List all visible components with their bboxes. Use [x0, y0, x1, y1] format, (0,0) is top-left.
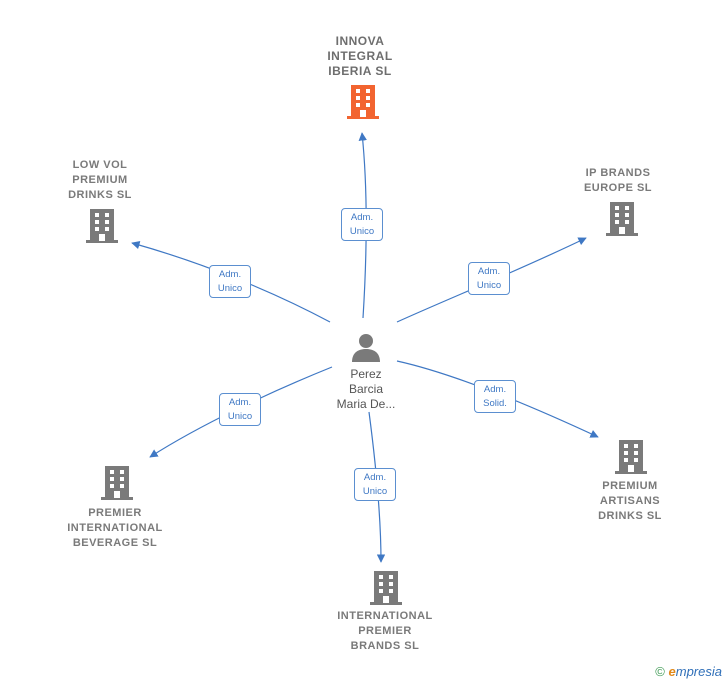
label-line: PREMIUM — [602, 480, 658, 492]
label-line: IBERIA SL — [328, 64, 392, 78]
badge-line: Unico — [476, 280, 502, 291]
badge-line: Adm. — [477, 266, 501, 277]
label-line: BEVERAGE SL — [72, 537, 158, 549]
label-line: LOW VOL — [72, 159, 128, 171]
label-line: Perez — [350, 367, 382, 381]
label-line: PREMIUM — [72, 174, 128, 186]
person-label[interactable]: Perez Barcia Maria De... — [316, 367, 416, 412]
company-label-innova[interactable]: INNOVA INTEGRAL IBERIA SL — [300, 34, 420, 79]
label-line: Maria De... — [336, 397, 396, 411]
edge-role-badge[interactable]: Adm. Unico — [341, 208, 383, 241]
label-line: Barcia — [348, 382, 383, 396]
label-line: INTERNATIONAL — [67, 522, 163, 534]
building-icon[interactable] — [101, 466, 133, 500]
company-label-premiumartisans[interactable]: PREMIUM ARTISANS DRINKS SL — [570, 479, 690, 524]
company-label-intlpremier[interactable]: INTERNATIONAL PREMIER BRANDS SL — [320, 609, 450, 654]
label-line: INTERNATIONAL — [337, 610, 433, 622]
edge-role-badge[interactable]: Adm. Unico — [209, 265, 251, 298]
person-icon[interactable] — [351, 332, 381, 362]
building-icon[interactable] — [86, 209, 118, 243]
edge-role-badge[interactable]: Adm. Unico — [354, 468, 396, 501]
badge-line: Adm. — [228, 397, 252, 408]
badge-line: Adm. — [350, 212, 374, 223]
badge-line: Adm. — [363, 472, 387, 483]
badge-line: Unico — [349, 226, 375, 237]
label-line: DRINKS SL — [598, 510, 662, 522]
footer-brand[interactable]: © empresia — [655, 664, 722, 679]
label-line: PREMIER — [358, 625, 412, 637]
building-icon[interactable] — [347, 85, 379, 119]
badge-line: Adm. — [483, 384, 507, 395]
edge-role-badge[interactable]: Adm. Unico — [468, 262, 510, 295]
badge-line: Unico — [227, 411, 253, 422]
brand-logo-text: mpresia — [675, 664, 722, 679]
badge-line: Adm. — [218, 269, 242, 280]
company-label-ipbrands[interactable]: IP BRANDS EUROPE SL — [558, 166, 678, 196]
edge-role-badge[interactable]: Adm. Unico — [219, 393, 261, 426]
label-line: BRANDS SL — [350, 640, 420, 652]
label-line: DRINKS SL — [68, 189, 132, 201]
label-line: PREMIER — [88, 507, 142, 519]
company-label-premierintl[interactable]: PREMIER INTERNATIONAL BEVERAGE SL — [50, 506, 180, 551]
building-icon[interactable] — [615, 440, 647, 474]
badge-line: Solid. — [483, 398, 507, 409]
company-label-lowvol[interactable]: LOW VOL PREMIUM DRINKS SL — [40, 158, 160, 203]
label-line: EUROPE SL — [583, 182, 653, 194]
building-icon[interactable] — [370, 571, 402, 605]
brand-logo-letter: e — [668, 664, 676, 679]
label-line: IP BRANDS — [585, 167, 651, 179]
label-line: INTEGRAL — [327, 49, 393, 63]
label-line: ARTISANS — [599, 495, 661, 507]
badge-line: Unico — [217, 283, 243, 294]
building-icon[interactable] — [606, 202, 638, 236]
label-line: INNOVA — [335, 34, 385, 48]
edge-role-badge[interactable]: Adm. Solid. — [474, 380, 516, 413]
copyright-icon: © — [655, 664, 665, 679]
badge-line: Unico — [362, 486, 388, 497]
